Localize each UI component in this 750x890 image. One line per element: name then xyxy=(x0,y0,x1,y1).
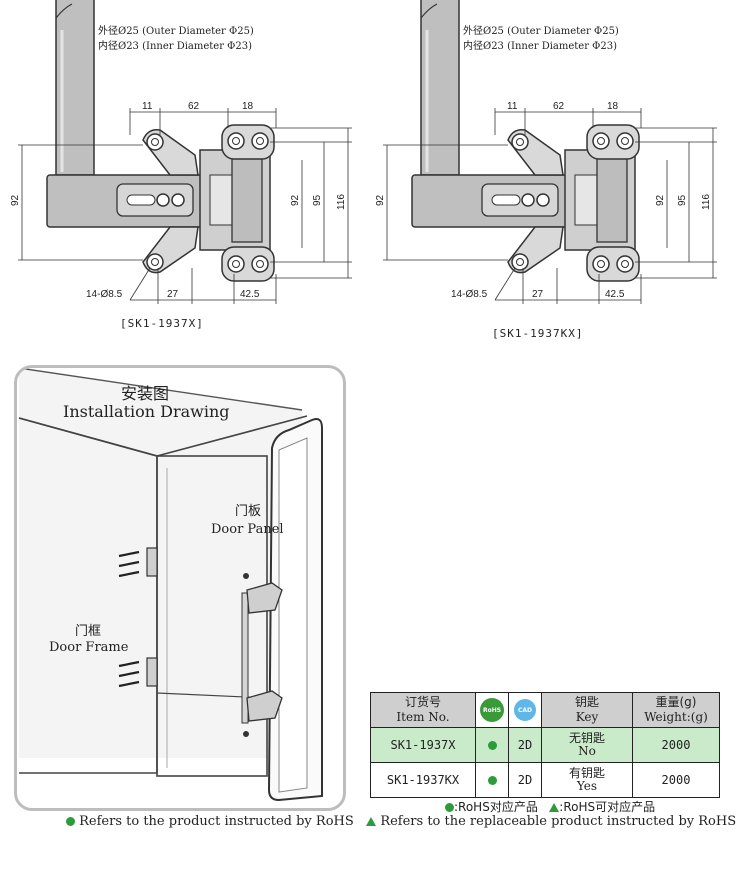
rohs-dot-icon xyxy=(66,817,75,826)
dim-bottom-b: 42.5 xyxy=(605,289,625,300)
header-key: 钥匙 Key xyxy=(541,692,633,728)
installation-drawing: 安装图 Installation Drawing 门板 Door Panel 门… xyxy=(14,365,346,811)
rohs-dot-icon xyxy=(445,803,454,812)
dim-holes: 14-Ø8.5 xyxy=(451,289,488,300)
cad-icon: CAD xyxy=(514,699,536,721)
hinge-drawing-1: 外径Ø25 (Outer Diameter Φ25) 内径Ø23 (Inner … xyxy=(0,0,375,345)
dim-top-a: 11 xyxy=(507,101,518,112)
spec-inner-diameter: 内径Ø23 (Inner Diameter Φ23) xyxy=(98,41,253,52)
spec-outer-diameter: 外径Ø25 (Outer Diameter Φ25) xyxy=(463,26,619,37)
triangle-icon xyxy=(549,803,560,812)
header-weight: 重量(g) Weight:(g) xyxy=(632,692,720,728)
table-header-row: 订货号 Item No. RoHS CAD 钥匙 Key 重量(g) Weigh… xyxy=(370,692,720,728)
cell-rohs xyxy=(475,762,509,798)
dim-bottom-a: 27 xyxy=(532,289,544,300)
rohs-dot-icon xyxy=(487,776,497,785)
table-row: SK1-1937KX 2D 有钥匙 Yes 2000 xyxy=(370,762,720,798)
dim-right-c: 116 xyxy=(701,194,712,210)
dim-right-a: 92 xyxy=(655,194,666,206)
spec-outer-diameter: 外径Ø25 (Outer Diameter Φ25) xyxy=(98,26,254,37)
item-table: 订货号 Item No. RoHS CAD 钥匙 Key 重量(g) Weigh… xyxy=(370,692,720,798)
dim-right-b: 95 xyxy=(677,194,688,206)
door-frame-label-cn: 门框 xyxy=(75,624,102,639)
cell-key: 无钥匙 No xyxy=(541,727,633,763)
hinge-drawing-2: 外径Ø25 (Outer Diameter Φ25) 内径Ø23 (Inner … xyxy=(365,0,750,345)
cell-item-no: SK1-1937KX xyxy=(370,762,476,798)
cell-rohs xyxy=(475,727,509,763)
dim-right-a: 92 xyxy=(290,194,301,206)
legend-cn-rohs: :RoHS对应产品 xyxy=(454,800,538,814)
door-panel-label-en: Door Panel xyxy=(211,522,284,537)
dim-top-b: 62 xyxy=(553,101,565,112)
rohs-dot-icon xyxy=(487,741,497,750)
hinge-technical-drawing: 11 62 18 92 92 95 116 14-Ø8.5 27 42.5 xyxy=(375,0,717,304)
legend-en-replace: Refers to the replaceable product instru… xyxy=(380,814,737,829)
hinge-technical-drawing: 11 62 18 92 92 95 116 14-Ø8.5 27 42.5 xyxy=(10,0,352,304)
dim-holes: 14-Ø8.5 xyxy=(86,289,123,300)
drawing-caption: [SK1-1937KX] xyxy=(492,327,584,340)
table-row: SK1-1937X 2D 无钥匙 No 2000 xyxy=(370,727,720,763)
cell-weight: 2000 xyxy=(632,762,720,798)
install-title-cn: 安装图 xyxy=(121,384,170,403)
legend-en: Refers to the product instructed by RoHS… xyxy=(66,814,736,829)
cell-key: 有钥匙 Yes xyxy=(541,762,633,798)
dim-top-b: 62 xyxy=(188,101,200,112)
header-cad: CAD xyxy=(508,692,542,728)
drawing-caption: [SK1-1937X] xyxy=(120,317,204,330)
dim-right-c: 116 xyxy=(336,194,347,210)
cell-weight: 2000 xyxy=(632,727,720,763)
triangle-icon xyxy=(366,817,377,826)
dim-top-a: 11 xyxy=(142,101,153,112)
rohs-icon: RoHS xyxy=(480,698,504,722)
dim-bottom-a: 27 xyxy=(167,289,179,300)
dim-bottom-b: 42.5 xyxy=(240,289,260,300)
legend-cn-replace: :RoHS可对应产品 xyxy=(559,800,656,814)
spec-inner-diameter: 内径Ø23 (Inner Diameter Φ23) xyxy=(463,41,618,52)
legend-cn: :RoHS对应产品 :RoHS可对应产品 xyxy=(445,798,655,815)
cell-cad: 2D xyxy=(508,762,542,798)
dim-top-c: 18 xyxy=(242,101,254,112)
cabinet-illustration xyxy=(18,368,323,802)
dim-right-b: 95 xyxy=(312,194,323,206)
legend-en-rohs: Refers to the product instructed by RoHS xyxy=(79,814,354,829)
cell-cad: 2D xyxy=(508,727,542,763)
cell-item-no: SK1-1937X xyxy=(370,727,476,763)
door-panel-label-cn: 门板 xyxy=(235,504,262,519)
install-title-en: Installation Drawing xyxy=(63,402,230,421)
dim-left-height: 92 xyxy=(10,194,21,206)
header-item-no: 订货号 Item No. xyxy=(370,692,476,728)
header-rohs: RoHS xyxy=(475,692,509,728)
dim-left-height: 92 xyxy=(375,194,386,206)
door-frame-label-en: Door Frame xyxy=(49,640,129,655)
dim-top-c: 18 xyxy=(607,101,619,112)
